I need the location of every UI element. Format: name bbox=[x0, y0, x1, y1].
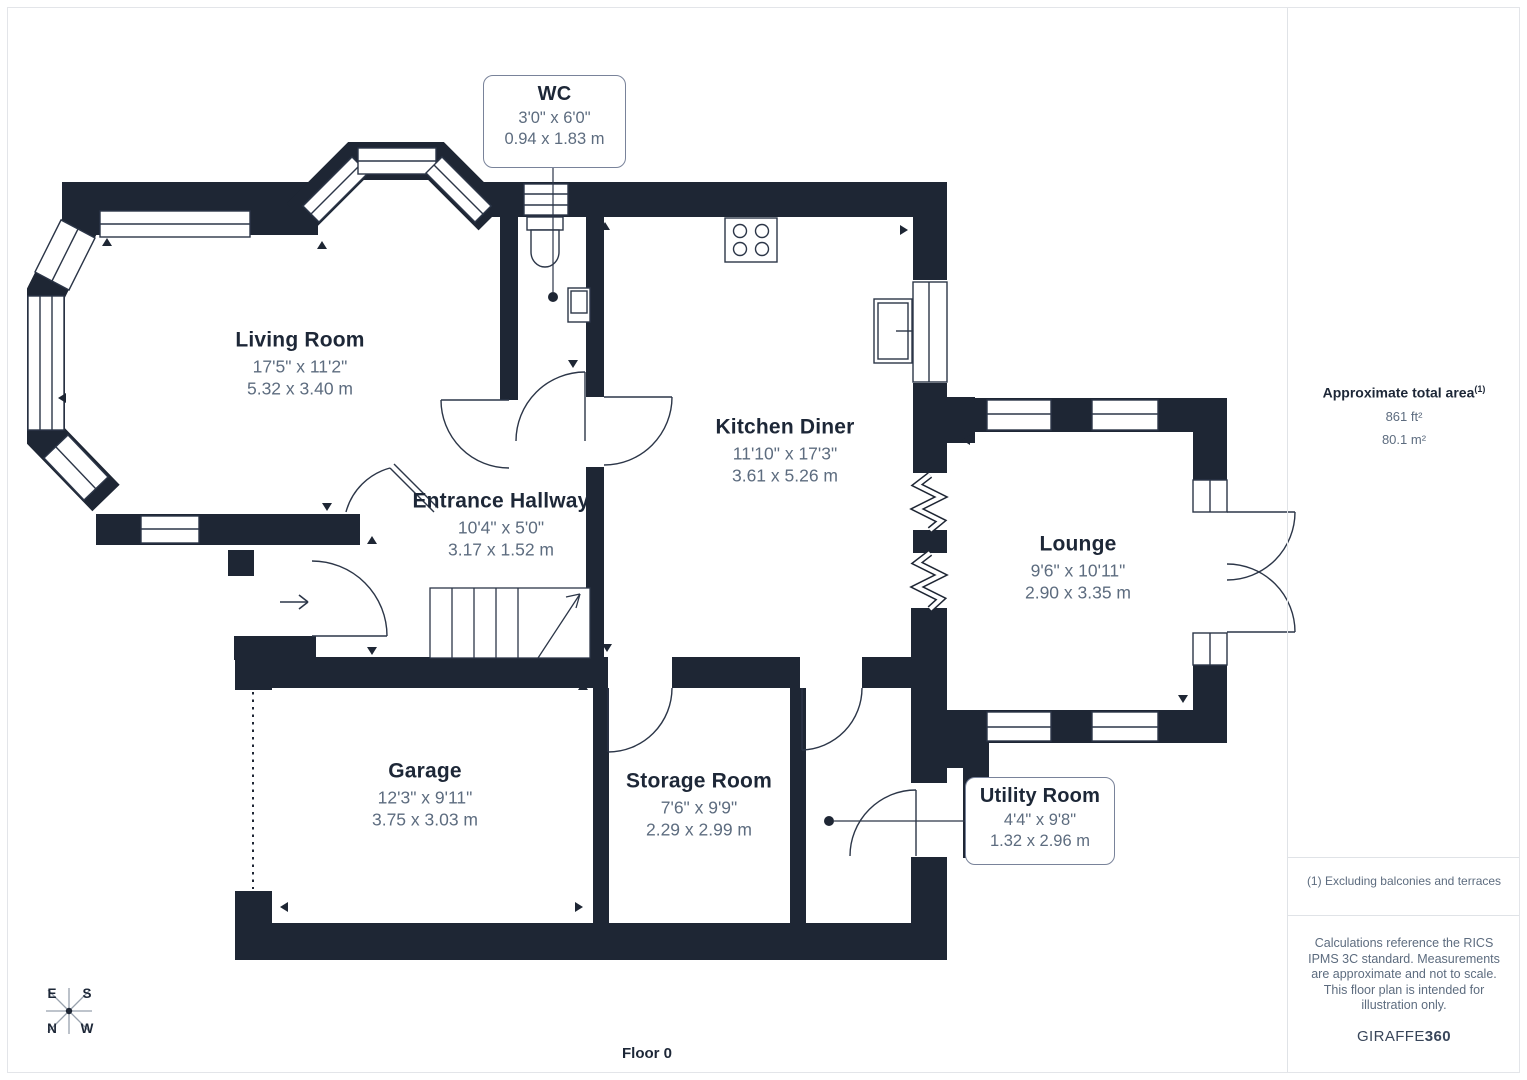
sidebar-footnote: (1) Excluding balconies and terraces bbox=[1306, 874, 1502, 888]
room-dim-metric: 5.32 x 3.40 m bbox=[246, 378, 354, 399]
room-label-garage: Garage 12'3" x 9'11" 3.75 x 3.03 m bbox=[372, 760, 478, 831]
living-room-bottom-window bbox=[140, 515, 200, 544]
lounge-e-window-2 bbox=[1192, 632, 1228, 666]
doors bbox=[311, 371, 1296, 857]
total-area-metric: 80.1 m² bbox=[1381, 431, 1427, 447]
room-name: Entrance Hallway bbox=[412, 489, 590, 513]
room-label-kitchen-diner: Kitchen Diner 11'10" x 17'3" 3.61 x 5.26… bbox=[715, 416, 854, 487]
room-name: Storage Room bbox=[626, 769, 772, 793]
stairs bbox=[429, 587, 591, 659]
sidebar-disclaimer: Calculations reference the RICS IPMS 3C … bbox=[1308, 936, 1500, 1012]
total-area-imperial: 861 ft² bbox=[1385, 408, 1423, 424]
left-lower-diag-window bbox=[43, 434, 109, 501]
lounge-s-window-1 bbox=[986, 711, 1052, 742]
storage-door bbox=[607, 687, 673, 753]
kitchen-door bbox=[603, 396, 673, 466]
room-name: Living Room bbox=[235, 328, 365, 352]
compass-w: W bbox=[81, 1021, 94, 1036]
kitchen-right-window bbox=[912, 281, 948, 383]
lounge-s-window-2 bbox=[1091, 711, 1159, 742]
room-dim-metric: 2.90 x 3.35 m bbox=[1024, 582, 1132, 603]
room-dim-imperial: 7'6" x 9'9" bbox=[660, 797, 738, 818]
room-label-living-room: Living Room 17'5" x 11'2" 5.32 x 3.40 m bbox=[235, 329, 364, 400]
left-upper-diag-window bbox=[34, 219, 96, 291]
callout-name: Utility Room bbox=[979, 785, 1101, 807]
room-label-storage-room: Storage Room 7'6" x 9'9" 2.29 x 2.99 m bbox=[626, 770, 772, 841]
stairs-up-arrow bbox=[537, 593, 581, 659]
callout-wc: WC 3'0" x 6'0" 0.94 x 1.83 m bbox=[483, 75, 626, 168]
lounge-n-window-1 bbox=[986, 399, 1052, 431]
brand-bold: 360 bbox=[1424, 1028, 1452, 1045]
sidebar-hdivider-2 bbox=[1288, 915, 1520, 916]
hallway-angled-door bbox=[345, 463, 439, 513]
room-dim-metric: 2.29 x 2.99 m bbox=[645, 819, 753, 840]
callout-dim-metric: 1.32 x 2.96 m bbox=[990, 832, 1090, 850]
lounge-french-doors bbox=[1226, 511, 1296, 633]
room-dim-imperial: 17'5" x 11'2" bbox=[252, 356, 348, 377]
toilet-icon bbox=[526, 216, 564, 268]
left-window bbox=[27, 295, 65, 431]
living-room-top-window bbox=[99, 210, 251, 238]
utility-exterior-door bbox=[849, 789, 917, 857]
bay-right-window bbox=[425, 156, 492, 223]
total-area-footnote-marker: (1) bbox=[1474, 384, 1486, 394]
living-room-door bbox=[440, 399, 510, 469]
callout-dim-metric: 0.94 x 1.83 m bbox=[504, 130, 605, 148]
kitchen-sink-icon bbox=[873, 298, 913, 364]
callout-dim-imperial: 3'0" x 6'0" bbox=[518, 109, 591, 127]
direction-markers bbox=[58, 222, 1188, 912]
callout-utility-room: Utility Room 4'4" x 9'8" 1.32 x 2.96 m bbox=[965, 777, 1115, 865]
front-door bbox=[311, 560, 388, 637]
room-dim-imperial: 10'4" x 5'0" bbox=[457, 517, 545, 538]
lounge-e-window-1 bbox=[1192, 479, 1228, 513]
total-area-block: Approximate total area(1) 861 ft² 80.1 m… bbox=[1288, 384, 1520, 447]
room-dim-metric: 3.17 x 1.52 m bbox=[447, 539, 555, 560]
sidebar-hdivider-1 bbox=[1288, 857, 1520, 858]
stove-icon bbox=[724, 217, 778, 263]
lounge-n-window-2 bbox=[1091, 399, 1159, 431]
room-dim-imperial: 12'3" x 9'11" bbox=[377, 787, 473, 808]
room-name: Lounge bbox=[1039, 532, 1117, 556]
room-dim-imperial: 9'6" x 10'11" bbox=[1030, 560, 1126, 581]
fixtures bbox=[526, 216, 913, 364]
entrance-arrow bbox=[280, 594, 309, 610]
room-dim-metric: 3.61 x 5.26 m bbox=[731, 465, 839, 486]
wc-door bbox=[515, 371, 586, 442]
room-label-lounge: Lounge 9'6" x 10'11" 2.90 x 3.35 m bbox=[1025, 533, 1131, 604]
wall-break-zigzags bbox=[909, 472, 949, 612]
room-dim-metric: 3.75 x 3.03 m bbox=[371, 809, 479, 830]
brand-logo: GIRAFFE360 bbox=[1288, 1028, 1520, 1045]
compass-rose: E S N W bbox=[46, 986, 94, 1036]
compass-n: N bbox=[47, 1021, 57, 1036]
callout-dim-imperial: 4'4" x 9'8" bbox=[1003, 811, 1077, 829]
wc-basin-icon bbox=[567, 287, 591, 323]
room-label-entrance-hallway: Entrance Hallway 10'4" x 5'0" 3.17 x 1.5… bbox=[412, 490, 589, 561]
callout-leaders bbox=[548, 168, 965, 826]
windows bbox=[27, 147, 1228, 742]
compass-e: E bbox=[47, 986, 56, 1001]
compass-s: S bbox=[82, 986, 91, 1001]
wc-window bbox=[523, 183, 569, 216]
floor-label: Floor 0 bbox=[621, 1045, 672, 1062]
total-area-title: Approximate total area bbox=[1322, 384, 1475, 401]
bay-top-window bbox=[357, 147, 437, 175]
room-name: Garage bbox=[388, 759, 462, 783]
callout-name: WC bbox=[537, 83, 572, 105]
room-name: Kitchen Diner bbox=[715, 415, 855, 439]
utility-door bbox=[801, 687, 863, 751]
sidebar-divider bbox=[1287, 8, 1288, 1072]
wall-openings bbox=[496, 400, 862, 688]
room-dim-imperial: 11'10" x 17'3" bbox=[732, 443, 838, 464]
brand-regular: GIRAFFE bbox=[1356, 1028, 1425, 1045]
